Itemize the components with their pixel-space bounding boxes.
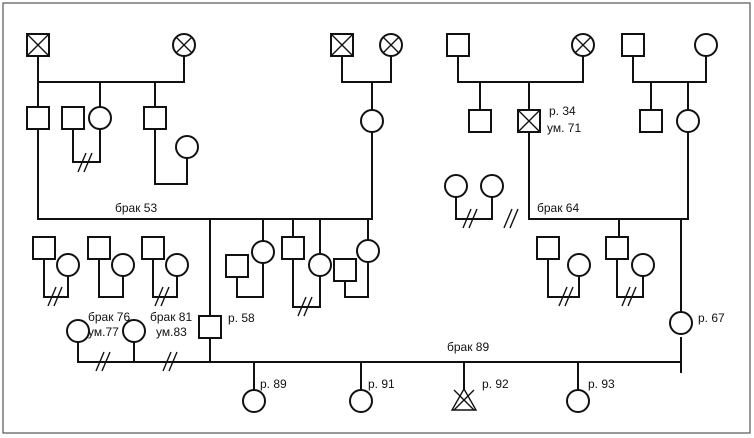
deceased-male-father-64 [517, 109, 541, 133]
died-71-label: ум. 71 [547, 121, 581, 135]
female-child-89 [242, 389, 266, 413]
female-former-wife-81 [122, 319, 146, 343]
born-89-label: р. 89 [260, 377, 287, 391]
marriage-76-label: брак 76 [88, 310, 130, 324]
male-uncle-2 [143, 106, 167, 130]
female-sibling-3-partner [165, 253, 189, 277]
deceased-male-grandfather-2 [330, 33, 354, 57]
female-mother-53 [360, 109, 384, 133]
deceased-female-grandmother-2 [379, 33, 403, 57]
born-91-label: р. 91 [368, 377, 395, 391]
born-34-label: р. 34 [549, 104, 576, 118]
female-sibling-6 [356, 239, 380, 263]
female-sibling-2-partner [111, 253, 135, 277]
male-uncle-3 [468, 109, 492, 133]
born-92-label: р. 92 [482, 377, 509, 391]
connector-lines [37, 55, 707, 390]
female-mother-64 [676, 109, 700, 133]
male-husband-58 [198, 315, 222, 339]
male-sibling-5 [281, 236, 305, 260]
female-sibling-4 [251, 240, 275, 264]
deceased-child-92 [450, 387, 478, 411]
marriage-81-label: брак 81 [150, 310, 192, 324]
female-aunt-1 [88, 106, 112, 130]
male-grandfather-4 [621, 33, 645, 57]
deceased-female-grandmother [172, 33, 196, 57]
female-sibling-5-partner [308, 253, 332, 277]
female-child-93 [566, 389, 590, 413]
born-58-label: р. 58 [228, 311, 255, 325]
female-uncle-2-wife [175, 135, 199, 159]
male-father-53 [26, 106, 50, 130]
male-sibling-2 [87, 236, 111, 260]
male-sibling-6-partner [333, 258, 357, 282]
male-sibling-3 [141, 236, 165, 260]
marriage-89-label: брак 89 [447, 340, 489, 354]
female-sibling-1-partner [56, 253, 80, 277]
female-grandmother-4 [694, 33, 718, 57]
people [26, 33, 718, 413]
died-77-label: ум.77 [88, 325, 119, 339]
diagram-frame [2, 2, 751, 434]
male-sibling-8 [605, 236, 629, 260]
born-93-label: р. 93 [588, 377, 615, 391]
female-sibling-8-partner [631, 253, 655, 277]
deceased-male-grandfather [26, 33, 50, 57]
labels: брак 53 брак 64 брак 76 ум.77 брак 81 ум… [88, 104, 725, 391]
born-67-label: р. 67 [698, 311, 725, 325]
died-83-label: ум.83 [156, 325, 187, 339]
female-child-91 [349, 389, 373, 413]
female-father-partner-1 [444, 174, 468, 198]
deceased-female-grandmother-3 [571, 33, 595, 57]
female-wife-67 [669, 311, 693, 335]
male-sibling-1 [32, 236, 56, 260]
marriage-53-label: брак 53 [115, 201, 157, 215]
female-sibling-7-partner [567, 253, 591, 277]
male-uncle-4 [639, 109, 663, 133]
male-sibling-4-partner [225, 254, 249, 278]
marriage-64-label: брак 64 [537, 201, 579, 215]
female-father-partner-2 [480, 174, 504, 198]
male-grandfather-3 [446, 33, 470, 57]
male-uncle-1 [61, 106, 85, 130]
divorce-marks [47, 152, 637, 372]
male-sibling-7 [536, 236, 560, 260]
female-former-wife-76 [66, 319, 90, 343]
